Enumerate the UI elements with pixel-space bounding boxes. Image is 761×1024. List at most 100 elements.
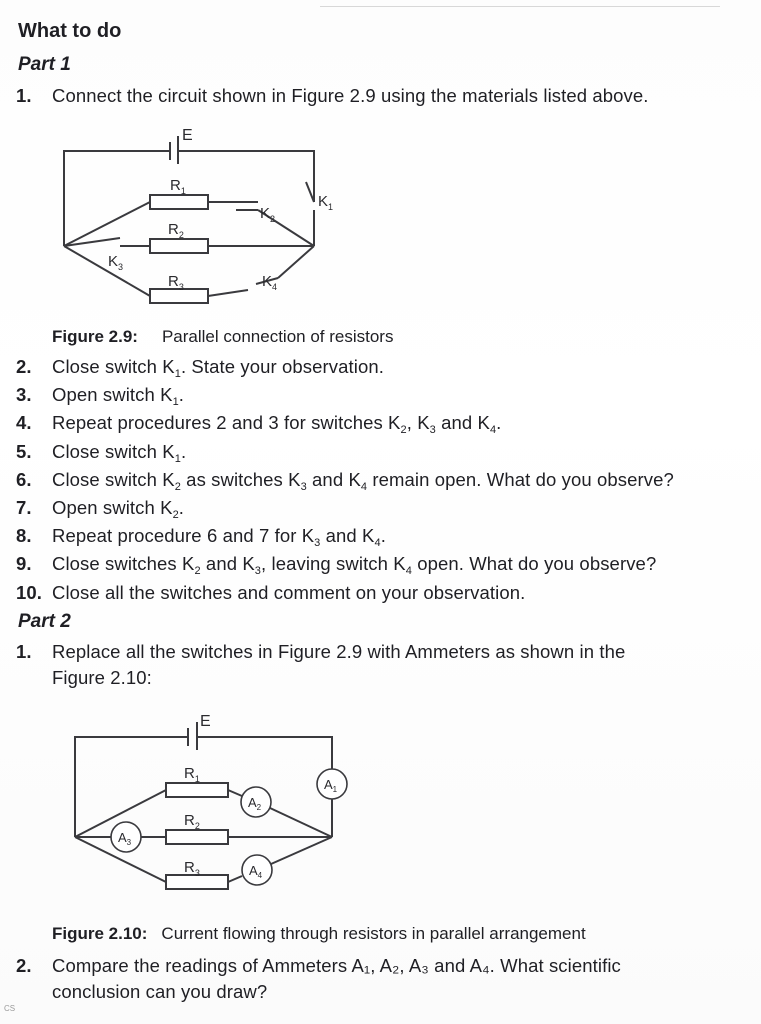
section-heading: What to do [18, 20, 122, 42]
text-run: Open switch K [52, 497, 173, 518]
text-run: Close switches K [52, 553, 195, 575]
step-number: 10. [16, 581, 43, 603]
step-text: Close switch K2 as switches K3 and K4 re… [52, 468, 674, 493]
top-rule [320, 6, 720, 7]
subscript: 2 [172, 509, 179, 521]
subscript: 2 [194, 565, 201, 578]
a2-label: A2 [248, 795, 262, 812]
part2-step-1: 1.Replace all the switches in Figure 2.9… [16, 640, 625, 664]
step-text: Close switches K2 and K3, leaving switch… [52, 553, 656, 578]
part1-step: 3. Open switch K1. [16, 383, 185, 409]
resistor-r2 [149, 238, 209, 254]
ammeter-a2 [240, 786, 272, 818]
text-run: and K [435, 412, 490, 434]
figure-2-9-circuit: E K1 K3 R1 K2 R2 R3 K4 [63, 127, 333, 304]
text-run: , leaving switch K [261, 553, 406, 575]
step-number: 1. [16, 85, 32, 106]
step-number: 9. [16, 553, 32, 575]
part1-step: 2. Close switch K1. State your observatio… [16, 355, 384, 380]
text-run: . State your observation. [180, 356, 384, 377]
resistor-r1 [149, 194, 209, 210]
text-run: remain open. What do you observe? [367, 468, 674, 490]
switch-k1 [305, 181, 315, 203]
part2-step-2: 2. Compare the readings of Ammeters A₁, A… [16, 954, 621, 978]
step-text: Close switch K1. State your observation. [52, 356, 384, 380]
text-run: Close switch K [52, 440, 175, 462]
part1-title: Part 1 [18, 54, 71, 75]
text-run: . [180, 440, 187, 462]
subscript: 1 [172, 396, 179, 409]
resistor-r2 [165, 829, 229, 845]
text-run: Open switch K [52, 384, 173, 406]
step-number: 4. [16, 412, 32, 434]
part1-step: 6. Close switch K2 as switches K3 and K4 … [16, 468, 674, 493]
subscript: 3 [314, 537, 321, 550]
k2-label: K2 [260, 205, 275, 224]
text-run: and K [320, 525, 375, 547]
a4-label: A4 [249, 863, 263, 880]
r1-label: R1 [170, 177, 186, 196]
step-number: 2. [16, 955, 32, 976]
caption-text: Current flowing through resistors in par… [161, 924, 586, 943]
scanner-watermark: CS [4, 1004, 16, 1013]
step-text: Close switch K1. [52, 440, 187, 465]
step-text: Connect the circuit shown in Figure 2.9 … [52, 85, 649, 106]
text-run: . [380, 525, 386, 547]
a3-label: A3 [118, 830, 132, 847]
switch-k3 [63, 237, 121, 247]
switch-k4 [255, 277, 279, 285]
step-text: Repeat procedures 2 and 3 for switches K… [52, 412, 502, 437]
text-run: Close switch K [52, 468, 175, 490]
step-number: 5. [16, 440, 32, 462]
part2-title: Part 2 [18, 611, 71, 632]
step-text: Open switch K2. [52, 497, 185, 521]
part2-step-2-cont: conclusion can you draw? [52, 981, 268, 1002]
subscript: 4 [374, 537, 381, 550]
step-number: 2. [16, 356, 32, 377]
caption-text: Parallel connection of resistors [161, 327, 394, 346]
text-run: Repeat procedures 2 and 3 for switches K [52, 412, 401, 434]
figure-2-9-caption: Figure 2.9: Parallel connection of resist… [52, 327, 393, 347]
step-number: 8. [16, 525, 32, 547]
subscript: 2 [174, 480, 181, 493]
part1-step: 7. Open switch K2. [16, 496, 185, 521]
r3-label: R3 [168, 273, 184, 292]
text-run: . [496, 412, 502, 434]
step-text-line1: Replace all the switches in Figure 2.9 w… [52, 641, 626, 662]
text-run: . [178, 497, 185, 518]
figure-2-10-circuit: E A1 A3 A2 R1 R2 A4 R3 [74, 713, 348, 890]
k1-label: K1 [318, 193, 333, 212]
text-run: Close switch K [52, 356, 175, 377]
step-text-line1: Compare the readings of Ammeters A₁, A₂,… [52, 955, 621, 976]
part1-step: 5. Close switch K1. [16, 440, 187, 465]
text-run: , K [406, 412, 430, 434]
subscript: 3 [300, 480, 307, 493]
step-number: 7. [16, 497, 32, 518]
resistor-r1 [165, 782, 229, 798]
ammeter-a4 [241, 854, 273, 886]
subscript: 3 [429, 424, 436, 437]
k3-label: K3 [108, 253, 123, 272]
step-number: 3. [16, 384, 32, 406]
caption-label: Figure 2.9: [52, 327, 138, 346]
part2-step-1-cont: Figure 2.10: [52, 667, 152, 688]
part1-step-1: 1. Connect the circuit shown in Figure 2.… [16, 84, 649, 108]
step-text: Open switch K1. [52, 384, 185, 409]
subscript: 1 [174, 368, 181, 380]
caption-label: Figure 2.10: [52, 924, 148, 943]
figure-2-10-caption: Figure 2.10: Current flowing through resi… [52, 924, 586, 944]
a1-label: A1 [324, 777, 338, 794]
battery-label: E [182, 127, 193, 144]
text-run: Repeat procedure 6 and 7 for K [52, 525, 315, 547]
battery-label: E [200, 713, 211, 730]
k4-label: K4 [262, 273, 277, 292]
subscript: 1 [174, 452, 181, 465]
text-run: . [178, 384, 185, 406]
step-number: 6. [16, 468, 32, 490]
part1-step: 9. Close switches K2 and K3, leaving swit… [16, 552, 656, 578]
part1-step: 8. Repeat procedure 6 and 7 for K3 and K4… [16, 524, 386, 550]
part1-step: 4. Repeat procedures 2 and 3 for switches… [16, 411, 502, 437]
r2-label: R2 [184, 812, 200, 831]
r1-label: R1 [184, 765, 200, 784]
